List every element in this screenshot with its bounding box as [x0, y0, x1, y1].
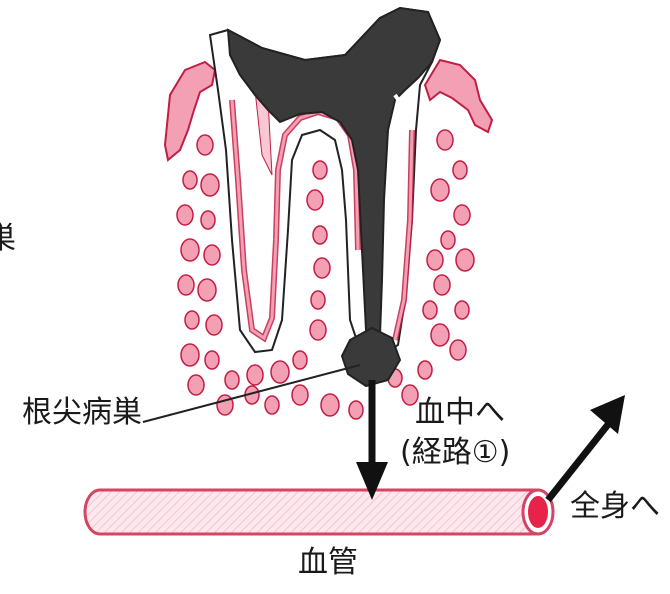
bone-cell	[198, 279, 216, 301]
blood-vessel-label: 血管	[298, 548, 358, 578]
bone-cell	[453, 161, 467, 179]
bone-cell	[313, 161, 327, 179]
arrow-up-right-icon	[548, 395, 625, 500]
bone-cell	[454, 205, 470, 225]
edge-fragment-label: 巣	[0, 224, 16, 254]
bone-cell	[206, 315, 222, 335]
gum-right	[425, 60, 492, 132]
bone-cell	[441, 231, 455, 249]
bone-cell	[205, 351, 219, 369]
bone-cell	[292, 385, 308, 405]
bone-cell	[271, 361, 289, 383]
bone-cell	[321, 394, 339, 416]
root-apex-lesion-label: 根尖病巣	[22, 398, 142, 428]
bone-cell	[431, 324, 449, 346]
bone-cell	[225, 371, 239, 389]
bone-cell	[247, 365, 263, 385]
bone-cell	[181, 239, 199, 261]
bone-cell	[188, 375, 204, 395]
bone-cell	[185, 311, 199, 329]
bone-cell	[314, 258, 330, 278]
bone-cell	[265, 396, 279, 414]
bone-cell	[434, 275, 450, 295]
whole-body-label: 全身へ	[570, 492, 660, 522]
bone-cell	[455, 301, 469, 319]
bone-cell	[423, 301, 437, 319]
bone-cell	[181, 344, 199, 366]
bone-cell	[177, 205, 193, 225]
bone-cell	[450, 340, 466, 360]
route-one-label: (経路①)	[400, 438, 510, 468]
bone-cell	[349, 401, 363, 419]
bone-cell	[431, 179, 449, 201]
bone-cell	[456, 249, 474, 271]
bone-cell	[427, 250, 443, 270]
bone-cell	[204, 245, 220, 265]
bone-cell	[178, 275, 194, 295]
blood-vessel-icon	[85, 490, 553, 534]
bone-cells	[177, 130, 474, 419]
bone-cell	[183, 171, 197, 189]
bone-cell	[201, 211, 215, 229]
bone-cell	[418, 361, 432, 379]
into-blood-label: 血中へ	[415, 398, 505, 428]
bone-cell	[293, 351, 307, 369]
bone-cell	[313, 226, 327, 244]
bone-cell	[307, 190, 323, 210]
bone-cell	[311, 291, 325, 309]
arrow-down-icon	[356, 380, 388, 500]
bone-cell	[197, 135, 213, 155]
bone-cell	[437, 130, 453, 150]
bone-cell	[310, 320, 326, 340]
bone-cell	[201, 174, 219, 196]
